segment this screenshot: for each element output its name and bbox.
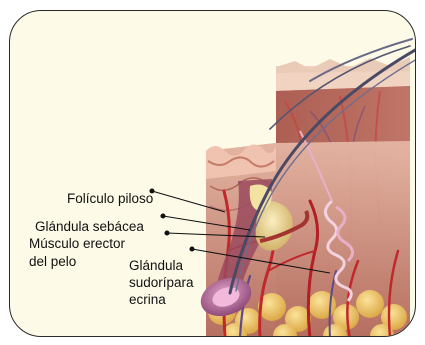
label-eccrine-line3: ecrina: [129, 291, 194, 308]
label-eccrine-sweat-gland: Glándula sudorípara ecrina: [129, 257, 194, 308]
label-arrector-muscle-line2: del pelo: [29, 254, 76, 269]
label-eccrine-line1: Glándula: [129, 257, 194, 274]
label-hair-follicle: Folículo piloso: [67, 191, 153, 206]
skin-cross-section-illustration: [10, 11, 416, 337]
label-arrector-muscle: Músculo erector: [29, 236, 125, 251]
diagram-frame: Folículo piloso Glándula sebácea Músculo…: [9, 10, 416, 337]
label-eccrine-line2: sudorípara: [129, 274, 194, 291]
label-sebaceous-gland: Glándula sebácea: [35, 219, 144, 234]
